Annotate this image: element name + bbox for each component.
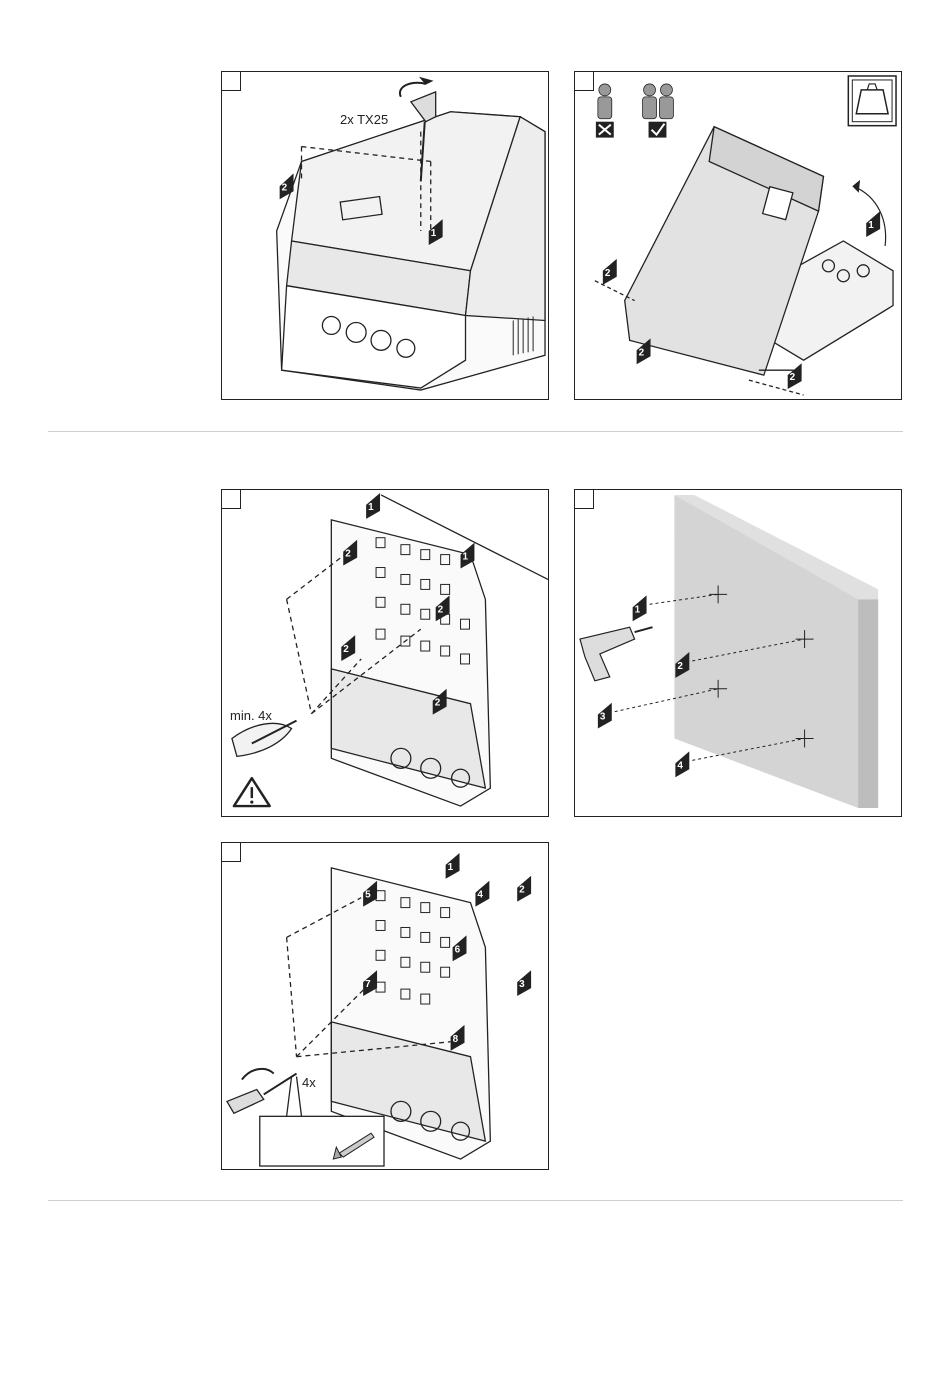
svg-text:4: 4 — [677, 760, 683, 771]
svg-text:3: 3 — [600, 712, 606, 723]
step-number-box — [221, 489, 241, 509]
svg-text:2: 2 — [605, 268, 611, 279]
svg-text:1: 1 — [431, 228, 437, 239]
step-tag-2: 2 — [517, 876, 531, 902]
wall-drilling-illustration: 1 2 3 4 — [575, 490, 901, 816]
step-number-box — [221, 842, 241, 862]
step-tag-3: 3 — [517, 970, 531, 996]
step-panel-remove-screws: 2 1 2x TX25 — [221, 71, 549, 400]
svg-text:1: 1 — [463, 552, 469, 563]
svg-text:7: 7 — [365, 979, 371, 990]
step-panel-fasten-bracket: 1 2 3 4 5 6 7 8 4x — [221, 842, 549, 1170]
svg-text:2: 2 — [343, 644, 349, 655]
section-divider — [48, 1200, 903, 1201]
svg-text:2: 2 — [435, 698, 441, 709]
svg-text:2: 2 — [639, 347, 645, 358]
svg-text:3: 3 — [519, 979, 525, 990]
svg-text:4: 4 — [477, 890, 483, 901]
step-panel-lift-cover: 1 2 2 2 — [574, 71, 902, 400]
step-tag-2: 2 — [603, 259, 617, 285]
svg-text:8: 8 — [453, 1034, 459, 1045]
step-panel-drill-holes: 1 2 3 4 — [574, 489, 902, 817]
svg-text:6: 6 — [455, 944, 461, 955]
step-number-box — [574, 489, 594, 509]
step-tag-1: 1 — [866, 211, 880, 237]
quantity-label: 4x — [302, 1075, 316, 1090]
step-tag-1: 1 — [446, 853, 460, 879]
svg-text:1: 1 — [868, 220, 874, 231]
min-quantity-label: min. 4x — [230, 708, 272, 723]
step-tag-1: 1 — [633, 595, 647, 621]
svg-text:2: 2 — [282, 182, 288, 193]
step-tag-4: 4 — [675, 751, 689, 777]
svg-text:2: 2 — [345, 549, 351, 560]
step-panel-mark-holes: 1 1 2 2 2 2 min. 4x — [221, 489, 549, 817]
two-persons-icon — [643, 84, 674, 119]
svg-text:5: 5 — [365, 890, 371, 901]
step-number-box — [221, 71, 241, 91]
drill-icon — [580, 627, 653, 681]
warning-icon — [234, 778, 270, 806]
tool-label: 2x TX25 — [340, 112, 388, 127]
section-divider — [48, 431, 903, 432]
svg-text:2: 2 — [438, 604, 444, 615]
person-icon — [598, 84, 612, 119]
step-tag-4: 4 — [475, 881, 489, 907]
cover-lifting-illustration: 1 2 2 2 — [575, 72, 901, 399]
svg-text:2: 2 — [677, 661, 683, 672]
svg-text:2: 2 — [519, 885, 525, 896]
step-tag-3: 3 — [598, 703, 612, 729]
step-tag-2: 2 — [788, 363, 802, 389]
svg-text:1: 1 — [635, 604, 641, 615]
svg-text:1: 1 — [368, 502, 374, 513]
svg-text:1: 1 — [448, 862, 454, 873]
bracket-fastening-illustration: 1 2 3 4 5 6 7 8 — [222, 843, 548, 1169]
step-number-box — [574, 71, 594, 91]
step-tag-1: 1 — [366, 493, 380, 519]
weight-icon — [848, 76, 896, 126]
mounting-bracket-illustration: 1 1 2 2 2 2 — [222, 490, 548, 816]
svg-text:2: 2 — [790, 372, 796, 383]
